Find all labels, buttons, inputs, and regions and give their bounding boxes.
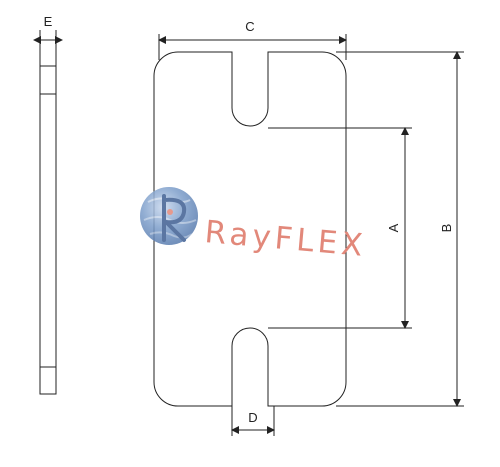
globe-r-logo-icon [140, 187, 198, 245]
plate-outline [153, 51, 347, 407]
dimension-a-label: A [386, 223, 401, 232]
brand-wordmark: RayFLEX [203, 214, 368, 264]
dimension-b-label: B [439, 224, 454, 233]
dimension-d-label: D [248, 410, 257, 425]
side-view [39, 30, 57, 395]
dimension-c-label: C [245, 19, 254, 34]
side-view-outline [39, 65, 57, 395]
dimension-e-label: E [44, 14, 53, 29]
